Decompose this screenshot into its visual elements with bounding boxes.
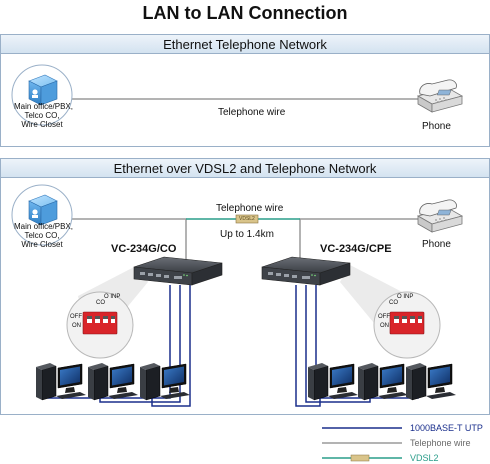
co-dip-on-label: ON — [72, 323, 81, 329]
bottom-panel-header: Ethernet over VDSL2 and Telephone Networ… — [113, 161, 377, 176]
co-dip-co-label: CO — [96, 300, 105, 306]
top-office-label-line1: Main office/PBX, — [14, 102, 73, 111]
cpe-device-label: VC-234G/CPE — [320, 243, 392, 255]
legend-vdsl-tag — [350, 454, 370, 462]
bottom-wire-label: Telephone wire — [216, 203, 284, 214]
cpe-dip-on-label: ON — [380, 323, 389, 329]
bottom-office-label-line3: Wire Closet — [21, 240, 63, 249]
legend-utp-label: 1000BASE-T UTP — [410, 423, 483, 433]
vdsl2-splice-tag — [235, 214, 259, 224]
vdsl2-tag-text: VDSL2 — [239, 216, 255, 222]
bottom-office-label-line1: Main office/PBX, — [14, 222, 73, 231]
cpe-dip-co-label: CO — [389, 300, 398, 306]
co-dip-off-label: OFF — [70, 314, 82, 320]
bottom-phone-label: Phone — [422, 239, 451, 250]
top-wire-label: Telephone wire — [218, 107, 286, 118]
bottom-office-label-line2: Telco CO, — [24, 231, 60, 240]
top-phone-label: Phone — [422, 121, 451, 132]
top-office-label: Main office/PBX, Telco CO, Wire Closet — [14, 102, 73, 129]
page-title: LAN to LAN Connection — [142, 3, 348, 23]
top-office-label-line2: Telco CO, — [24, 111, 60, 120]
top-panel-header: Ethernet Telephone Network — [163, 37, 327, 52]
co-dip-top-label: O INP — [104, 294, 121, 300]
top-office-label-line3: Wire Closet — [21, 120, 63, 129]
legend-vdsl-label: VDSL2 — [410, 453, 439, 463]
distance-label: Up to 1.4km — [220, 229, 274, 240]
bottom-office-label: Main office/PBX, Telco CO, Wire Closet — [14, 222, 73, 249]
co-device-label: VC-234G/CO — [111, 243, 177, 255]
cpe-dip-off-label: OFF — [378, 314, 390, 320]
legend-phone-label: Telephone wire — [410, 438, 471, 448]
cpe-dip-top-label: O INP — [397, 294, 414, 300]
